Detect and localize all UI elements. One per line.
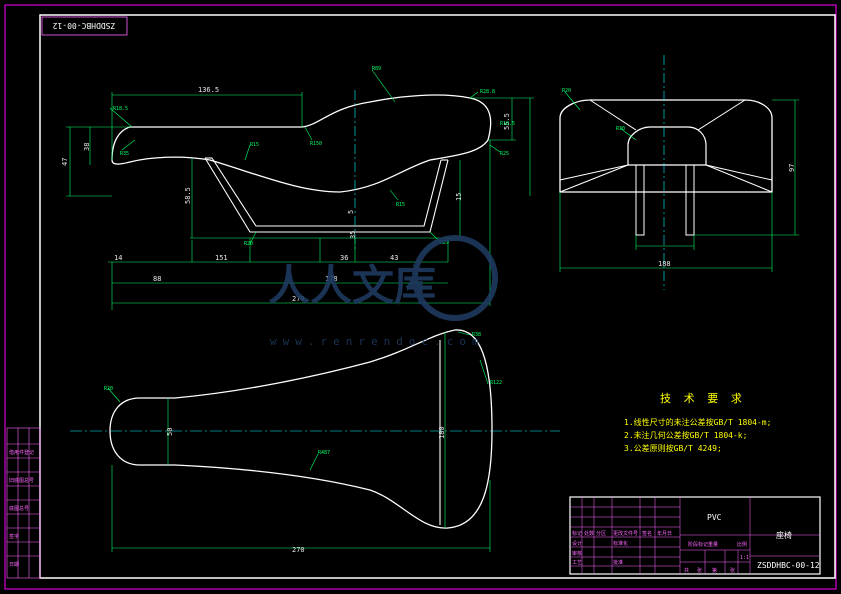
tb-label-sheets-2: 张 <box>730 567 735 574</box>
tb-label-zone: 分区 <box>596 530 606 537</box>
watermark-text: 人人文库 <box>268 261 436 310</box>
front-dim-5: 5 <box>347 210 355 214</box>
front-dim-15: 15 <box>455 193 463 201</box>
front-radius-b: R18.5 <box>113 106 128 112</box>
top-dim-50: 50 <box>166 428 174 436</box>
front-inner-frame-2 <box>211 157 442 227</box>
top-dim-270: 270 <box>292 546 305 554</box>
front-dim-151: 151 <box>215 254 228 262</box>
title-block-part-name: 座椅 <box>776 530 792 540</box>
tb-label-sign: 签名 <box>642 530 652 537</box>
side-dim-97: 97 <box>788 164 796 172</box>
front-dim-178: 178 <box>325 275 338 283</box>
side-radius-b: R30 <box>616 126 625 132</box>
tb-label-approve: 批准 <box>613 559 623 566</box>
tb-label-sheets-1: 张 <box>697 567 702 574</box>
code-box-top-left: ZSDDHBC-00-12 <box>41 16 128 36</box>
technical-requirements: 技 术 要 求 1.线性尺寸的未注公差按GB/T 1804-m; 2.未注几何公… <box>624 392 771 453</box>
tb-label-count: 处数 <box>584 530 594 537</box>
tb-label-process: 工艺 <box>572 560 582 566</box>
title-block-code: ZSDDHBC-00-12 <box>757 561 820 570</box>
top-radius-a: R20 <box>104 386 113 392</box>
top-radius-b: R122 <box>490 380 502 386</box>
code-top-left-text: ZSDDHBC-00-12 <box>53 21 116 30</box>
front-view: 136.5 47 38 55.5 58.5 14 151 36 43 88 17… <box>61 66 534 310</box>
side-seat-outline <box>559 99 773 193</box>
tech-req-item-2: 2.未注几何公差按GB/T 1804-k; <box>624 430 747 440</box>
tb-label-stage: 阶段标记 <box>688 541 708 548</box>
front-radius-k: R29 <box>440 240 449 246</box>
sheet-outer-frame <box>4 4 837 590</box>
sheet-inner-frame <box>39 14 836 579</box>
front-radius-e: R150 <box>310 141 322 147</box>
tb-label-mark: 标记 <box>572 530 582 537</box>
front-radius-c: R35 <box>120 151 129 157</box>
front-dim-43: 43 <box>390 254 398 262</box>
left-strip-label-3: 签字 <box>9 533 19 540</box>
front-dim-38: 38 <box>83 143 91 151</box>
front-dim-58-5: 58.5 <box>184 187 192 204</box>
front-inner-frame <box>204 157 449 233</box>
front-radius-d: R15 <box>250 142 259 148</box>
tech-req-title: 技 术 要 求 <box>660 392 745 405</box>
front-radius-f: R15 <box>396 202 405 208</box>
front-dim-36: 36 <box>340 254 348 262</box>
tb-label-date: 年月日 <box>657 530 672 537</box>
left-strip-label-1: 旧底图总号 <box>9 477 34 484</box>
tb-label-ratio: 比例 <box>737 541 747 548</box>
left-strip-table <box>6 427 41 579</box>
tb-label-page: 第 <box>712 567 717 574</box>
top-dim-180: 180 <box>438 426 446 439</box>
tb-label-weight: 重量 <box>708 541 718 548</box>
top-radius-d: R38 <box>472 332 481 338</box>
left-strip-labels: 借用件登记 旧底图总号 底图总号 签字 日期 <box>9 449 34 568</box>
title-block-material: PVC <box>707 513 722 522</box>
tb-label-change: 更改文件号 <box>613 530 638 537</box>
side-radius-a: R20 <box>562 88 571 94</box>
title-block-scale: 1:1 <box>740 555 749 561</box>
front-dim-270: 270 <box>292 295 305 303</box>
watermark-url: www.renrendoc.com <box>270 335 485 348</box>
tb-label-total: 共 <box>684 567 689 574</box>
side-dim-188: 188 <box>658 260 671 268</box>
front-radius-i: R25 <box>500 151 509 157</box>
front-radius-h: R18.5 <box>500 121 515 127</box>
tech-req-item-1: 1.线性尺寸的未注公差按GB/T 1804-m; <box>624 417 771 427</box>
front-seat-outline <box>111 94 492 193</box>
left-strip-label-4: 日期 <box>9 562 19 568</box>
front-dim-35: 35 <box>349 231 357 239</box>
left-strip-label-2: 底图总号 <box>9 505 29 512</box>
tb-label-design: 设计 <box>572 540 582 547</box>
front-radius-a: R89 <box>372 66 381 72</box>
tb-label-review: 审核 <box>572 550 582 557</box>
front-dim-14: 14 <box>114 254 122 262</box>
side-view: 97 188 R20 R30 <box>559 55 799 290</box>
top-seat-outline <box>109 329 493 529</box>
front-dim-88: 88 <box>153 275 161 283</box>
watermark: 人人文库 www.renrendoc.com <box>268 235 498 348</box>
front-dim-47: 47 <box>61 158 69 166</box>
tech-req-item-3: 3.公差原则按GB/T 4249; <box>624 443 722 453</box>
front-dim-55-5: 55.5 <box>503 113 511 130</box>
front-dim-136-5: 136.5 <box>198 86 219 94</box>
tb-label-standard: 标准化 <box>613 540 628 547</box>
top-view: 270 50 180 R20 R122 R487 R38 <box>70 329 560 554</box>
front-radius-g: R28.8 <box>480 89 495 95</box>
front-radius-j: R20 <box>244 241 253 247</box>
top-radius-c: R487 <box>318 450 330 456</box>
left-strip-label-0: 借用件登记 <box>9 449 34 456</box>
title-block: PVC 座椅 ZSDDHBC-00-12 1:1 标记 处数 分区 更改文件号 … <box>569 496 821 575</box>
